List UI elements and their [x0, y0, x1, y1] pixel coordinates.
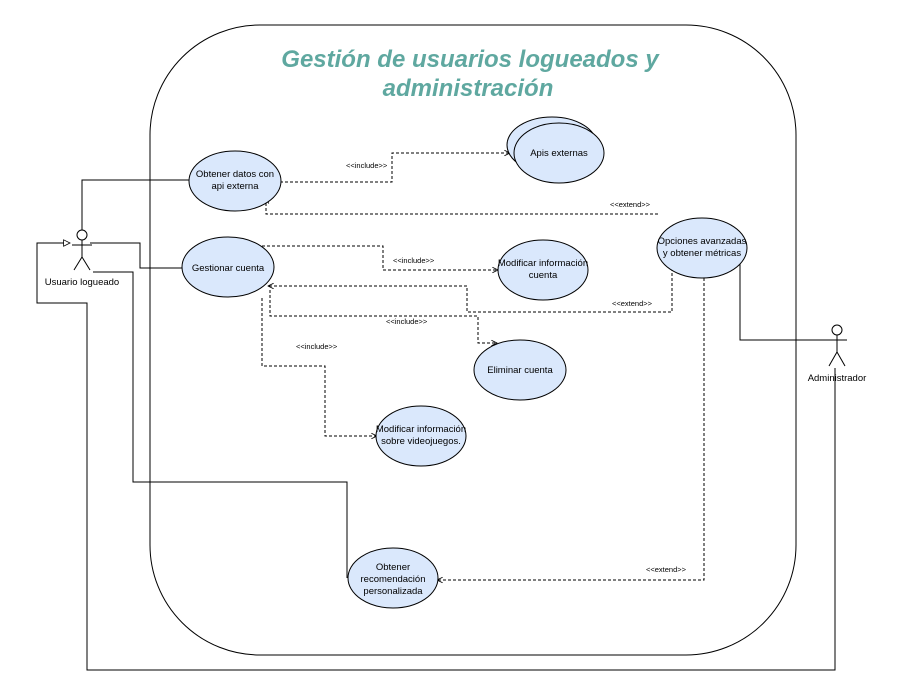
generalization-admin-user: [36, 243, 836, 671]
uc-apis-externas-l1: Apis externas: [530, 148, 588, 159]
assoc-admin-opciones: [739, 262, 828, 341]
include-gestionar-videojuegos: [261, 298, 377, 436]
include-label-eliminar: <<include>>: [386, 317, 428, 326]
include-gestionar-eliminar: [269, 290, 497, 343]
uc-recomendacion-l2: recomendación: [361, 574, 426, 585]
include-gestionar-modificar: [262, 245, 498, 270]
actor-administrador-label: Administrador: [808, 373, 867, 384]
include-label-modificar: <<include>>: [393, 256, 435, 265]
uc-recomendacion-l3: personalizada: [363, 586, 423, 597]
extend-label-obtener: <<extend>>: [610, 200, 651, 209]
uc-obtener-datos-l1: Obtener datos con: [196, 169, 274, 180]
include-label-apis: <<include>>: [346, 161, 388, 170]
include-obtener-apis: [280, 153, 510, 183]
use-case-gestionar-cuenta: Gestionar cuenta: [181, 236, 275, 298]
assoc-user-obtener-datos: [81, 179, 190, 230]
uc-recomendacion-l1: Obtener: [376, 562, 410, 573]
uc-videojuegos-l2: sobre videojuegos.: [381, 436, 461, 447]
uc-eliminar-cuenta-l1: Eliminar cuenta: [487, 365, 553, 376]
uc-modificar-cuenta-l1: Modificar información: [498, 258, 588, 269]
use-case-apis-externas: Apis externas: [506, 116, 605, 184]
uc-obtener-datos-l2: api externa: [211, 181, 259, 192]
extend-label-gestionar: <<extend>>: [612, 299, 653, 308]
uc-modificar-cuenta-l2: cuenta: [529, 270, 558, 281]
extend-label-recomendacion: <<extend>>: [646, 565, 687, 574]
system-boundary: [149, 24, 797, 656]
diagram-title-line1: Gestión de usuarios logueados y: [281, 46, 660, 73]
svg-text:Eliminar cuenta: Eliminar cuenta: [487, 365, 553, 376]
extend-opciones-recomendacion: [437, 278, 705, 580]
uc-opciones-l1: Opciones avanzadas: [658, 236, 747, 247]
svg-text:Gestionar cuenta: Gestionar cuenta: [192, 263, 265, 274]
diagram-title-line2: administración: [383, 75, 554, 102]
assoc-user-recomendacion: [93, 271, 348, 578]
actor-administrador: [827, 324, 847, 367]
uc-opciones-l2: y obtener métricas: [663, 248, 741, 259]
uc-gestionar-cuenta-l1: Gestionar cuenta: [192, 263, 265, 274]
assoc-user-gestionar: [90, 242, 183, 269]
include-label-videojuegos: <<include>>: [296, 342, 338, 351]
svg-text:Apis externas: Apis externas: [530, 148, 588, 159]
uc-videojuegos-l1: Modificar información: [376, 424, 466, 435]
extend-opciones-obtener: [266, 198, 658, 215]
actor-usuario-label: Usuario logueado: [45, 277, 119, 288]
use-case-eliminar-cuenta: Eliminar cuenta: [473, 339, 567, 401]
actor-usuario-logueado: [72, 229, 92, 271]
extend-opciones-gestionar: [268, 268, 673, 313]
